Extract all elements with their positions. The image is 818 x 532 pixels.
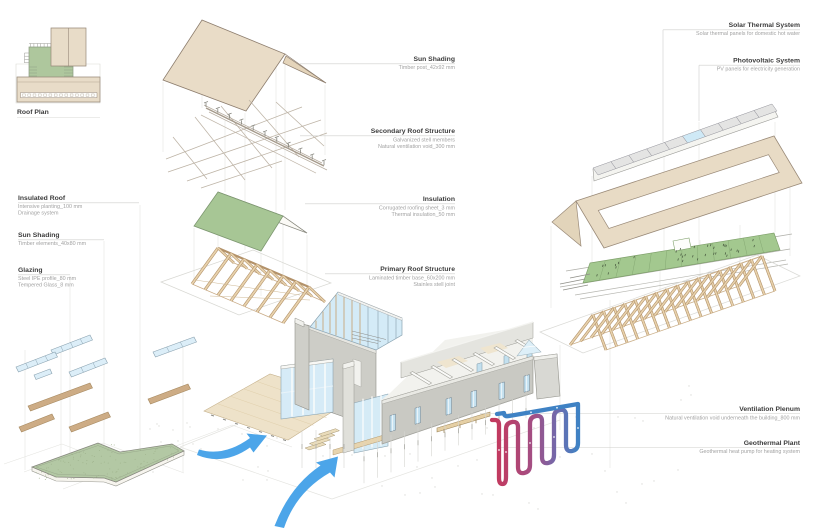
svg-text:Drainage system: Drainage system bbox=[18, 211, 59, 217]
svg-text:Sun Shading: Sun Shading bbox=[18, 232, 60, 239]
svg-text:Steel IPE profile_80 mm: Steel IPE profile_80 mm bbox=[18, 276, 77, 282]
svg-text:Natural ventilation void_300 m: Natural ventilation void_300 mm bbox=[378, 144, 456, 150]
svg-text:Intensive planting_100 mm: Intensive planting_100 mm bbox=[18, 204, 83, 210]
svg-text:Glazing: Glazing bbox=[18, 267, 43, 274]
svg-text:Photovoltaic System: Photovoltaic System bbox=[733, 58, 800, 65]
svg-text:Geothermal heat pump for heati: Geothermal heat pump for heating system bbox=[699, 449, 800, 455]
svg-text:Insulated Roof: Insulated Roof bbox=[18, 195, 66, 202]
svg-text:Corrugated roofing sheet_3 mm: Corrugated roofing sheet_3 mm bbox=[379, 206, 456, 212]
svg-text:PV panels for electricity gene: PV panels for electricity generation bbox=[717, 67, 800, 73]
svg-text:Thermal insulation_50 mm: Thermal insulation_50 mm bbox=[391, 212, 455, 218]
svg-text:Tempered Glass_8 mm: Tempered Glass_8 mm bbox=[18, 283, 74, 289]
svg-text:Timber post_42x92 mm: Timber post_42x92 mm bbox=[399, 65, 456, 71]
svg-text:Roof Plan: Roof Plan bbox=[17, 109, 49, 116]
svg-text:Sun Shading: Sun Shading bbox=[413, 56, 455, 63]
svg-text:Secondary Roof Structure: Secondary Roof Structure bbox=[371, 128, 455, 135]
svg-text:Galvanized stell members: Galvanized stell members bbox=[393, 138, 455, 144]
svg-text:Geothermal Plant: Geothermal Plant bbox=[744, 440, 801, 447]
svg-text:Primary Roof Structure: Primary Roof Structure bbox=[380, 266, 455, 273]
svg-text:Ventilation Plenum: Ventilation Plenum bbox=[739, 406, 800, 413]
svg-text:Insulation: Insulation bbox=[423, 196, 455, 203]
svg-text:Solar thermal panels for domes: Solar thermal panels for domestic hot wa… bbox=[696, 31, 800, 37]
svg-text:Natural ventilation void under: Natural ventilation void underneath the … bbox=[665, 416, 800, 422]
svg-text:Solar Thermal System: Solar Thermal System bbox=[729, 22, 800, 29]
svg-text:Stainles stell joint: Stainles stell joint bbox=[413, 282, 455, 288]
svg-text:Timber elements_40x80 mm: Timber elements_40x80 mm bbox=[18, 241, 87, 247]
svg-text:Laminated timber base_60x200 m: Laminated timber base_60x200 mm bbox=[369, 276, 456, 282]
